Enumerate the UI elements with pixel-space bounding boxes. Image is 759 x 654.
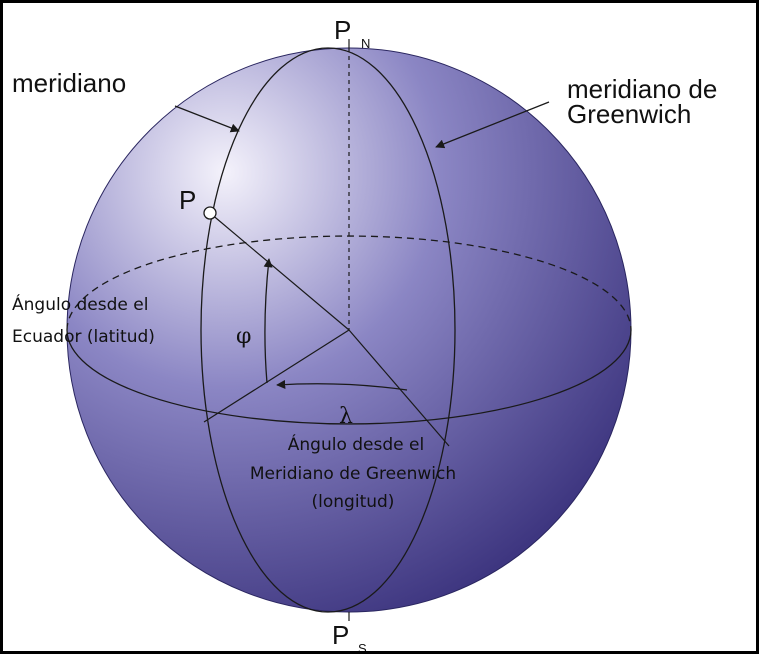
latitude-symbol-phi: φ: [236, 324, 251, 349]
sphere-diagram: P N P S P meridiano meridiano de Greenwi…: [12, 15, 717, 651]
latitude-label-line1: Ángulo desde el: [12, 293, 148, 315]
greenwich-label-line2: Greenwich: [567, 99, 691, 129]
longitude-label-line3: (longitud): [312, 492, 395, 512]
south-pole-label: P: [332, 620, 349, 650]
meridian-pointer-arrow: [174, 105, 240, 133]
north-pole-label: P: [334, 15, 351, 45]
greenwich-label-line1: meridiano de: [567, 74, 717, 104]
longitude-angle-arrow: [276, 379, 408, 391]
longitude-label-line2: Meridiano de Greenwich: [250, 464, 456, 484]
latitude-angle-arrow: [263, 258, 273, 384]
equator-back-dashed: [66, 235, 632, 331]
radius-to-meridian-equator: [203, 329, 350, 423]
point-p-label: P: [179, 185, 196, 215]
equator-front: [66, 329, 632, 425]
meridian-ellipse: [200, 47, 456, 613]
longitude-label-line1: Ángulo desde el: [288, 433, 424, 455]
greenwich-pointer-arrow: [435, 101, 550, 149]
meridian-label: meridiano: [12, 68, 126, 98]
radius-to-greenwich-equator: [348, 329, 450, 447]
radius-to-point-p: [209, 212, 350, 331]
south-pole-subscript: S: [358, 641, 367, 651]
north-pole-subscript: N: [361, 36, 370, 51]
longitude-symbol-lambda: λ: [339, 404, 353, 429]
latitude-label-line2: Ecuador (latitud): [12, 327, 155, 347]
point-p-marker: [203, 206, 217, 220]
